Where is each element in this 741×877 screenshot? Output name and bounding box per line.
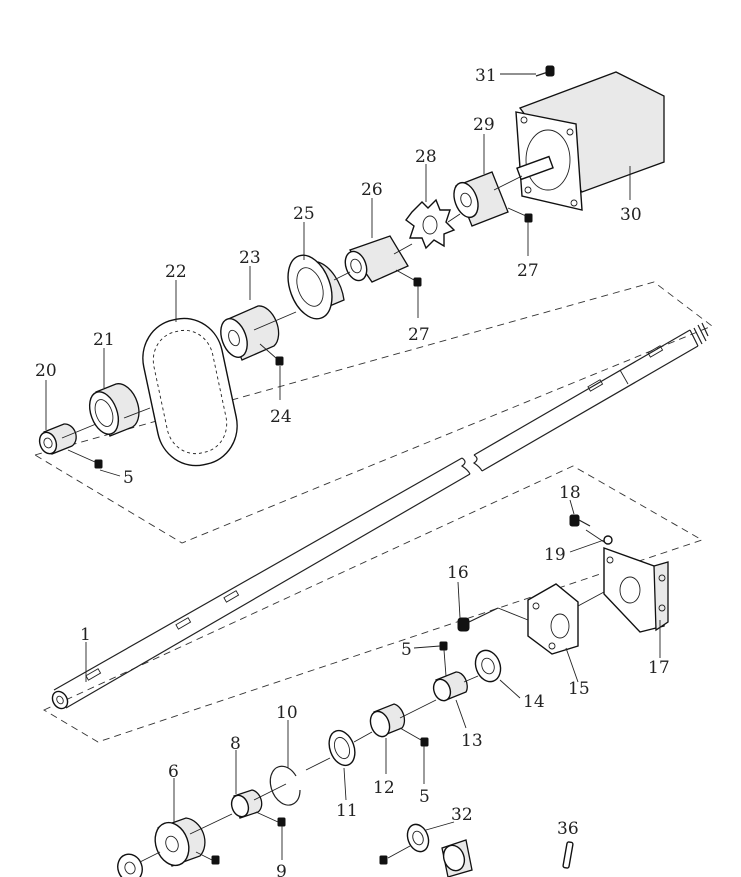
washer-part-19 (603, 535, 613, 545)
set-screw-5-upper (94, 459, 103, 469)
label-part-17: 17 (648, 658, 670, 678)
leader-lines (45, 73, 661, 860)
label-part-27-right: 27 (517, 261, 539, 281)
label-part-27-left: 27 (408, 325, 430, 345)
label-part-5-upper: 5 (123, 468, 134, 488)
crank-part-6 (154, 817, 206, 867)
set-screw-27-right (524, 213, 533, 223)
flange-part-25 (287, 254, 345, 320)
set-screw-lower-left (211, 855, 220, 865)
label-part-23: 23 (239, 248, 261, 268)
part-number-labels: 1 5 5 5 6 8 9 10 11 12 13 14 15 16 17 18… (35, 66, 670, 877)
label-part-20: 20 (35, 361, 57, 381)
label-part-11: 11 (336, 801, 358, 821)
label-part-22: 22 (165, 262, 187, 282)
hub-part-bottom-left (117, 853, 143, 877)
snap-ring-part-10 (269, 765, 301, 806)
label-part-28: 28 (415, 147, 437, 167)
label-part-8: 8 (230, 734, 241, 754)
label-part-31: 31 (475, 66, 497, 86)
spider-part-28 (405, 198, 456, 250)
set-screw-24 (275, 356, 284, 366)
label-part-1: 1 (80, 625, 91, 645)
bracket-part-17 (603, 547, 669, 633)
bolt-part-16 (457, 607, 499, 632)
set-screw-bottom (379, 855, 388, 865)
main-shaft (51, 322, 709, 710)
label-part-6: 6 (168, 762, 179, 782)
label-part-15: 15 (568, 679, 590, 699)
coupling-part-26 (344, 235, 409, 283)
label-part-12: 12 (373, 778, 395, 798)
collar-part-12 (369, 703, 406, 738)
assembly-axis-lines (61, 175, 605, 863)
timing-belt-part-22 (142, 317, 238, 467)
coupling-part-29 (453, 171, 509, 227)
bearing-part-11 (328, 729, 356, 767)
label-part-29: 29 (473, 115, 495, 135)
label-part-21: 21 (93, 330, 115, 350)
label-part-26: 26 (361, 180, 383, 200)
collar-part-20 (38, 423, 77, 455)
label-part-16: 16 (447, 563, 469, 583)
gear-part-32 (406, 823, 430, 853)
plate-part-15 (527, 583, 579, 655)
label-part-19: 19 (544, 545, 566, 565)
label-part-25: 25 (293, 204, 315, 224)
label-part-9: 9 (276, 862, 287, 877)
label-part-32: 32 (451, 805, 473, 825)
label-part-5-middle: 5 (401, 640, 412, 660)
label-part-5-lower: 5 (419, 787, 430, 807)
screw-part-31 (535, 65, 555, 77)
bolt-part-18 (569, 514, 591, 527)
bearing-part-21 (88, 383, 140, 437)
label-part-24: 24 (270, 407, 292, 427)
middle-assembly-outline (43, 465, 704, 743)
pulley-part-23 (220, 305, 280, 361)
upper-assembly-outline (33, 281, 713, 544)
motor-part-30 (515, 71, 665, 211)
pin-part-36 (562, 841, 574, 869)
washer-part-14 (474, 649, 502, 683)
label-part-30: 30 (620, 205, 642, 225)
collar-part-8 (230, 789, 263, 819)
set-screw-9 (277, 817, 286, 827)
set-screw-5-lower (420, 737, 429, 747)
label-part-10: 10 (276, 703, 298, 723)
label-part-13: 13 (461, 731, 483, 751)
set-screw-5-middle (439, 641, 448, 651)
collar-part-13 (432, 671, 468, 702)
label-part-14: 14 (523, 692, 545, 712)
bushing-part-bottom (441, 839, 473, 877)
label-part-36: 36 (557, 819, 579, 839)
label-part-18: 18 (559, 483, 581, 503)
set-screw-27-left (413, 277, 422, 287)
